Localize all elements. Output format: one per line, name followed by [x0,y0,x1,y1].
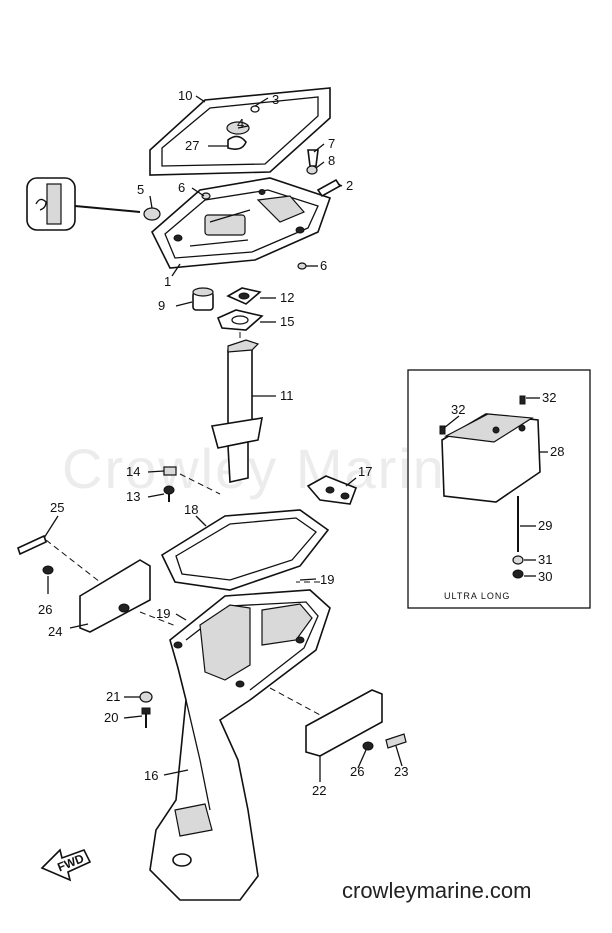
bracket-17 [306,475,358,505]
nut-30 [512,569,524,579]
plate-23 [385,733,407,749]
leader-lines [43,95,548,782]
callout-2: 2 [346,178,353,193]
callout-23: 23 [394,764,408,779]
screw-26b [362,741,374,751]
callout-5: 5 [137,182,144,197]
callout-19b: 19 [320,572,334,587]
side-cover-22 [305,689,383,757]
callout-6a: 6 [178,180,185,195]
gasket-15 [216,309,264,331]
lower-casing-16 [149,589,331,901]
grommet-5 [143,207,161,221]
callout-21: 21 [106,689,120,704]
callout-29: 29 [538,518,552,533]
callout-32b: 32 [542,390,556,405]
callout-11: 11 [280,388,294,403]
bolt-20 [141,707,151,728]
ultra-long-inset: ULTRA LONG [407,369,591,609]
bolt-2 [316,178,342,198]
footer-url: crowleymarine.com [342,878,532,903]
callout-6b: 6 [320,258,327,273]
callout-26a: 26 [38,602,52,617]
exhaust-pipe-11 [210,339,263,483]
callout-22: 22 [312,783,326,798]
callout-8: 8 [328,153,335,168]
fwd-arrow: FWD [40,848,92,882]
pin-6a [201,192,211,200]
pin-32a [439,425,446,435]
clip-14 [163,466,177,476]
callout-17: 17 [358,464,372,479]
screw-7 [307,149,319,167]
callout-13: 13 [126,489,140,504]
callout-26b: 26 [350,764,364,779]
washer-8 [306,165,318,175]
exhaust-guide-1 [151,177,332,269]
callout-31: 31 [538,552,552,567]
bolt-13 [163,485,175,502]
watermark: Crowley Marine [62,437,479,500]
rod-25 [17,534,47,556]
callout-numbers: 10 3 4 27 7 8 2 5 6 6 1 9 12 15 11 14 13… [38,88,564,798]
callout-20: 20 [104,710,118,725]
pin-32b [519,395,526,405]
callout-19a: 19 [156,606,170,621]
callout-9: 9 [158,298,165,313]
callout-4: 4 [237,116,244,131]
bushing-9 [192,287,214,311]
washer-31 [512,555,524,565]
pin-6b [297,262,307,270]
callout-32a: 32 [451,402,465,417]
callout-28: 28 [550,444,564,459]
callout-24: 24 [48,624,62,639]
top-gasket-10 [149,87,331,176]
callout-7: 7 [328,136,335,151]
screw-26a [42,565,54,575]
callout-25: 25 [50,500,64,515]
callout-1: 1 [164,274,171,289]
callout-18: 18 [184,502,198,517]
gasket-18 [160,509,330,591]
side-cover-24 [79,559,151,633]
ultra-long-label: ULTRA LONG [444,591,510,601]
callout-15: 15 [280,314,294,329]
callout-12: 12 [280,290,294,305]
callout-3: 3 [272,92,279,107]
callout-10: 10 [178,88,192,103]
callout-16: 16 [144,768,158,783]
washer-21 [139,691,153,703]
callout-27: 27 [185,138,199,153]
callout-30: 30 [538,569,552,584]
detail-inset-left [26,177,141,231]
callout-14: 14 [126,464,140,479]
seal-12 [226,287,262,305]
